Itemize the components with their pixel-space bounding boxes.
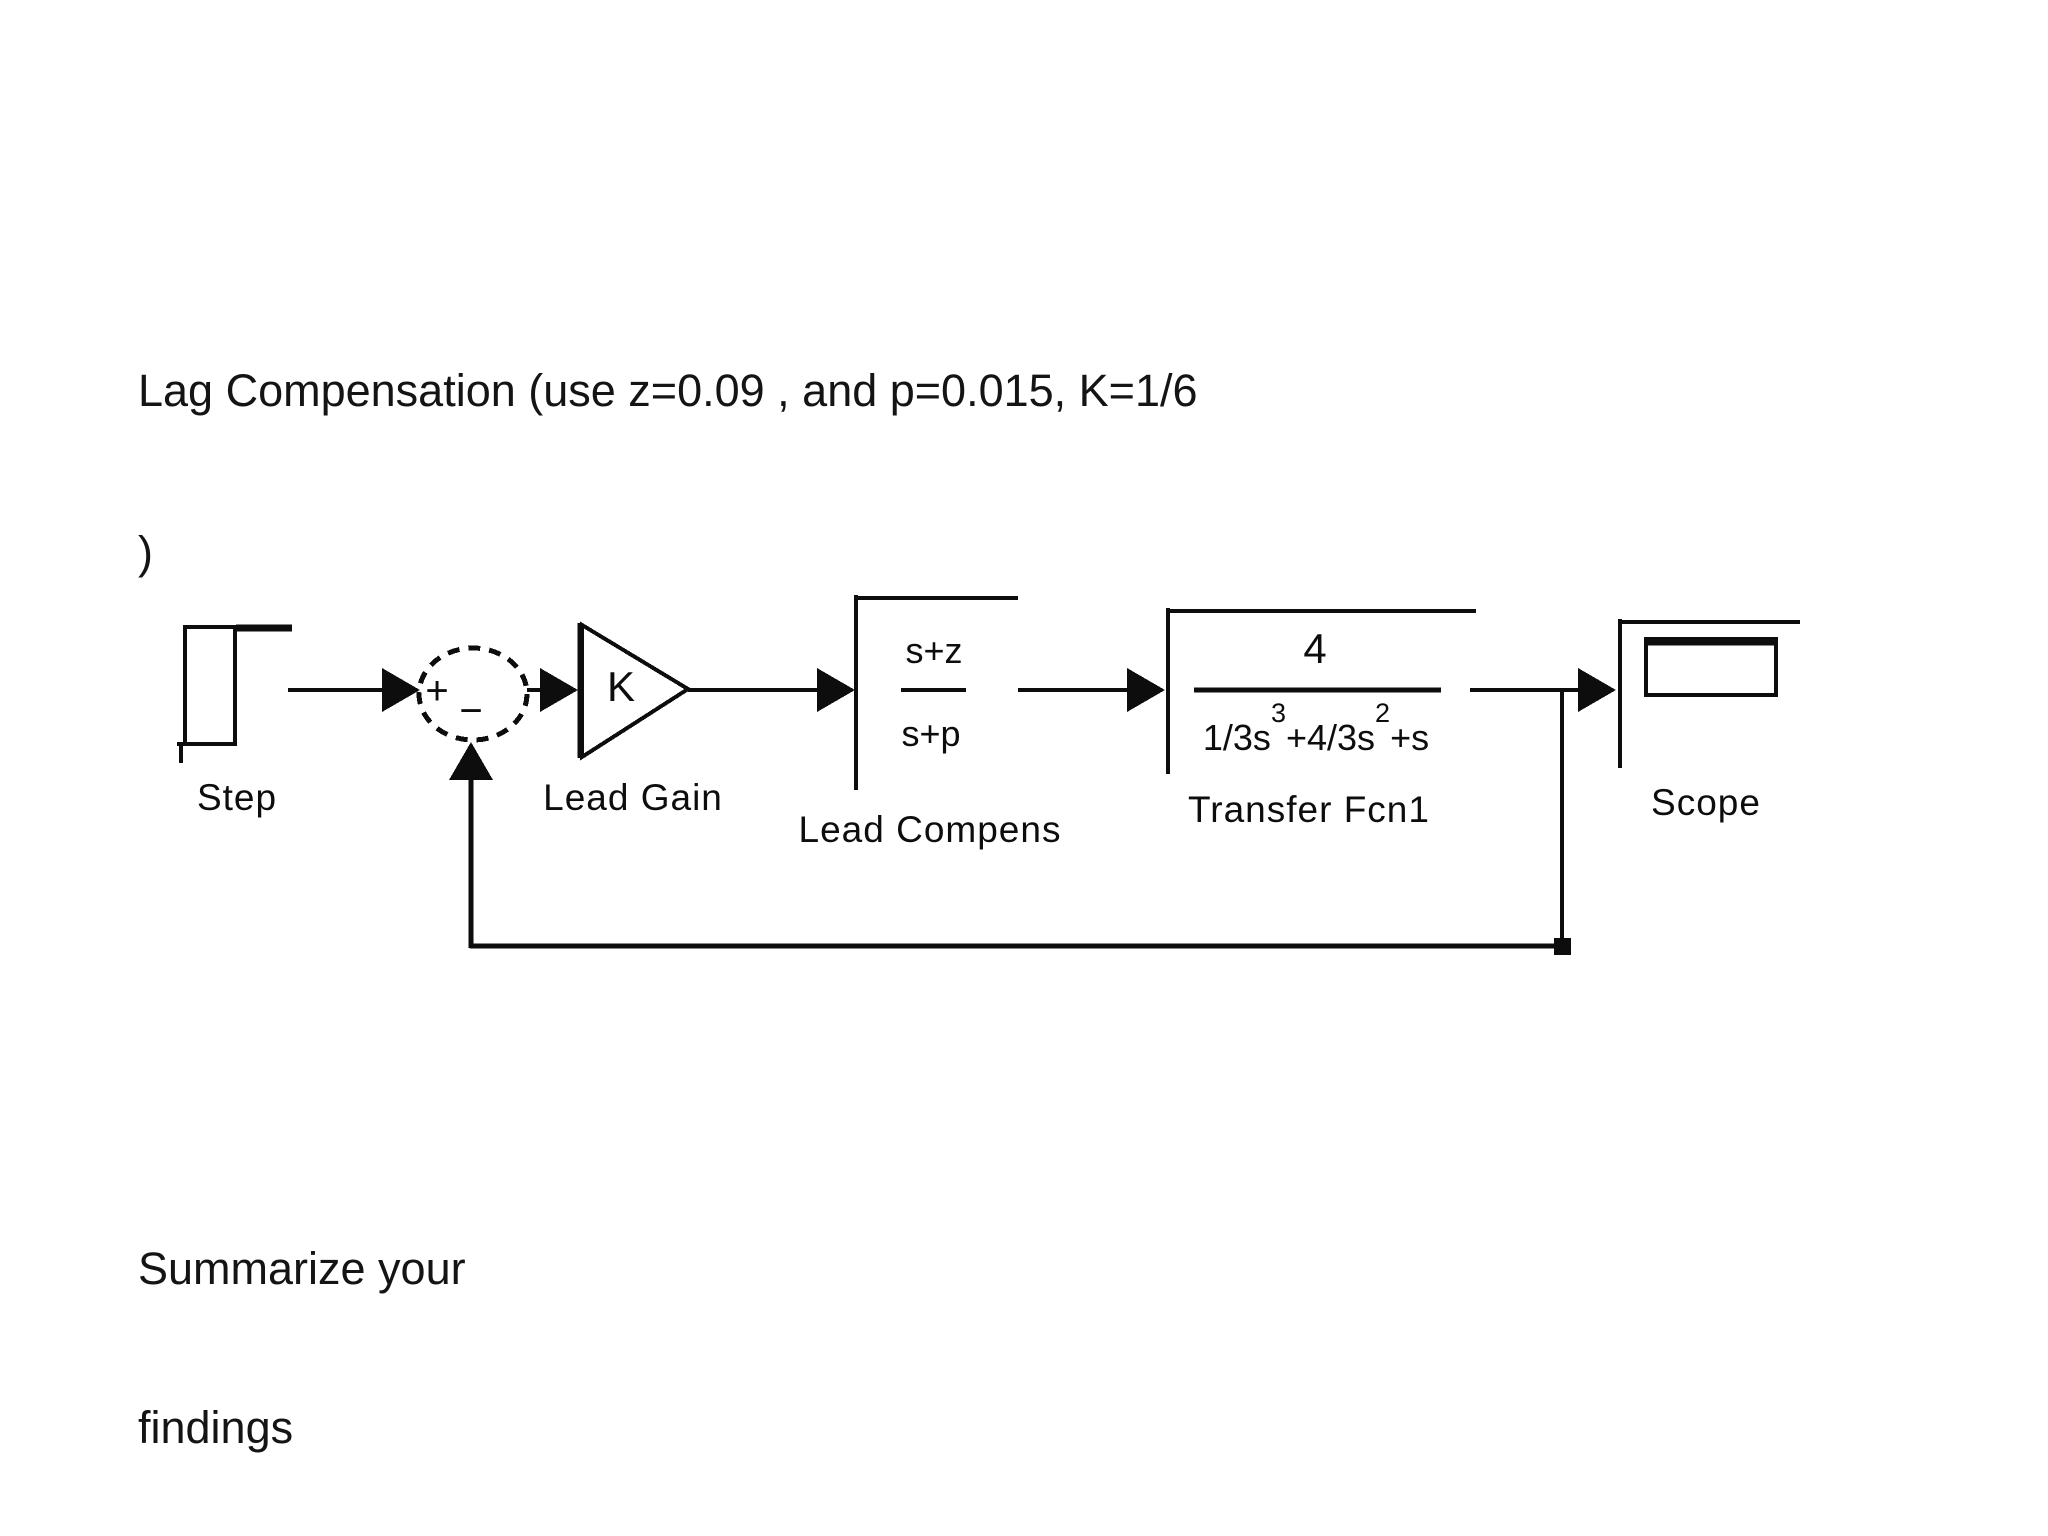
lead-compens-denominator: s+p: [901, 713, 960, 754]
lead-compens-block: s+z s+p Lead Compens: [799, 595, 1062, 850]
arrowhead-into-scope: [1578, 668, 1616, 712]
arrowhead-feedback-into-sum: [449, 742, 493, 780]
arrowhead-into-transfer-fcn: [1127, 668, 1165, 712]
transfer-fcn-block: 4 1/3s3+4/3s2+s Transfer Fcn1: [1166, 608, 1476, 830]
note-line2: findings: [138, 1402, 294, 1453]
den-term3: +s: [1390, 717, 1429, 758]
den-exponent1: 3: [1271, 698, 1286, 728]
den-term2: +4/3s: [1286, 717, 1375, 758]
note-line1: Summarize your: [138, 1243, 466, 1294]
arrowhead-into-sum: [382, 668, 420, 712]
transfer-fcn-denominator: 1/3s3+4/3s2+s: [1203, 698, 1429, 758]
sum-plus-sign: +: [425, 669, 448, 713]
den-exponent2: 2: [1375, 698, 1390, 728]
page-title-line2: ): [138, 527, 153, 578]
transfer-fcn-numerator: 4: [1303, 625, 1326, 672]
step-label: Step: [197, 777, 277, 818]
sum-minus-sign: −: [459, 689, 482, 733]
lead-compens-label: Lead Compens: [799, 809, 1062, 850]
lead-gain-triangle: [580, 621, 692, 761]
feedback-loop: [449, 692, 1571, 955]
sum-circle: [416, 645, 530, 743]
scope-screen: [1644, 637, 1778, 697]
lead-gain-label: Lead Gain: [543, 777, 723, 818]
page-title: Lag Compensation (use z=0.09 , and p=0.0…: [138, 256, 1198, 688]
arrowhead-into-lead-compens: [817, 668, 855, 712]
feedback-branch-dot: [1554, 938, 1571, 955]
page-title-line1: Lag Compensation (use z=0.09 , and p=0.0…: [138, 365, 1198, 416]
sum-junction: + −: [416, 645, 546, 743]
arrowhead-into-lead-gain: [540, 668, 578, 712]
step-block: Step: [177, 624, 292, 818]
note-text: Summarize your findings: [138, 1136, 466, 1536]
scope-label: Scope: [1651, 782, 1761, 823]
lead-gain-symbol: K: [607, 663, 635, 710]
lead-compens-numerator: s+z: [905, 630, 962, 671]
lead-gain-block: K Lead Gain: [543, 621, 723, 818]
scope-block: Scope: [1618, 619, 1800, 823]
den-term1: 1/3s: [1203, 717, 1271, 758]
transfer-fcn-label: Transfer Fcn1: [1188, 789, 1430, 830]
